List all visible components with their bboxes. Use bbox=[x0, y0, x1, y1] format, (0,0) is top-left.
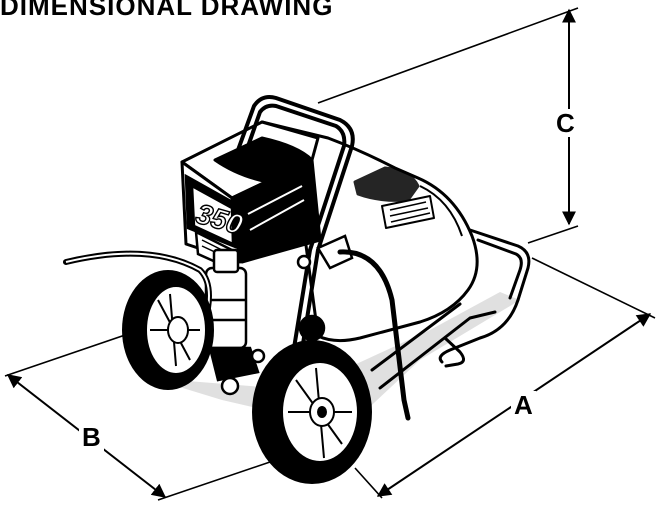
pump-assembly bbox=[204, 234, 354, 396]
dimension-label-a: A bbox=[511, 391, 536, 419]
dimension-label-c: C bbox=[553, 109, 578, 137]
left-wheel bbox=[122, 270, 214, 390]
ground-shadow bbox=[150, 292, 520, 430]
drawing-title: DIMENSIONAL DRAWING bbox=[0, 0, 334, 21]
handle-bar bbox=[236, 95, 355, 352]
model-badge: 350 bbox=[193, 198, 247, 241]
right-wheel bbox=[252, 340, 372, 484]
rear-frame bbox=[370, 228, 531, 390]
tank-hopper bbox=[260, 120, 479, 343]
dimension-label-b: B bbox=[79, 423, 104, 451]
